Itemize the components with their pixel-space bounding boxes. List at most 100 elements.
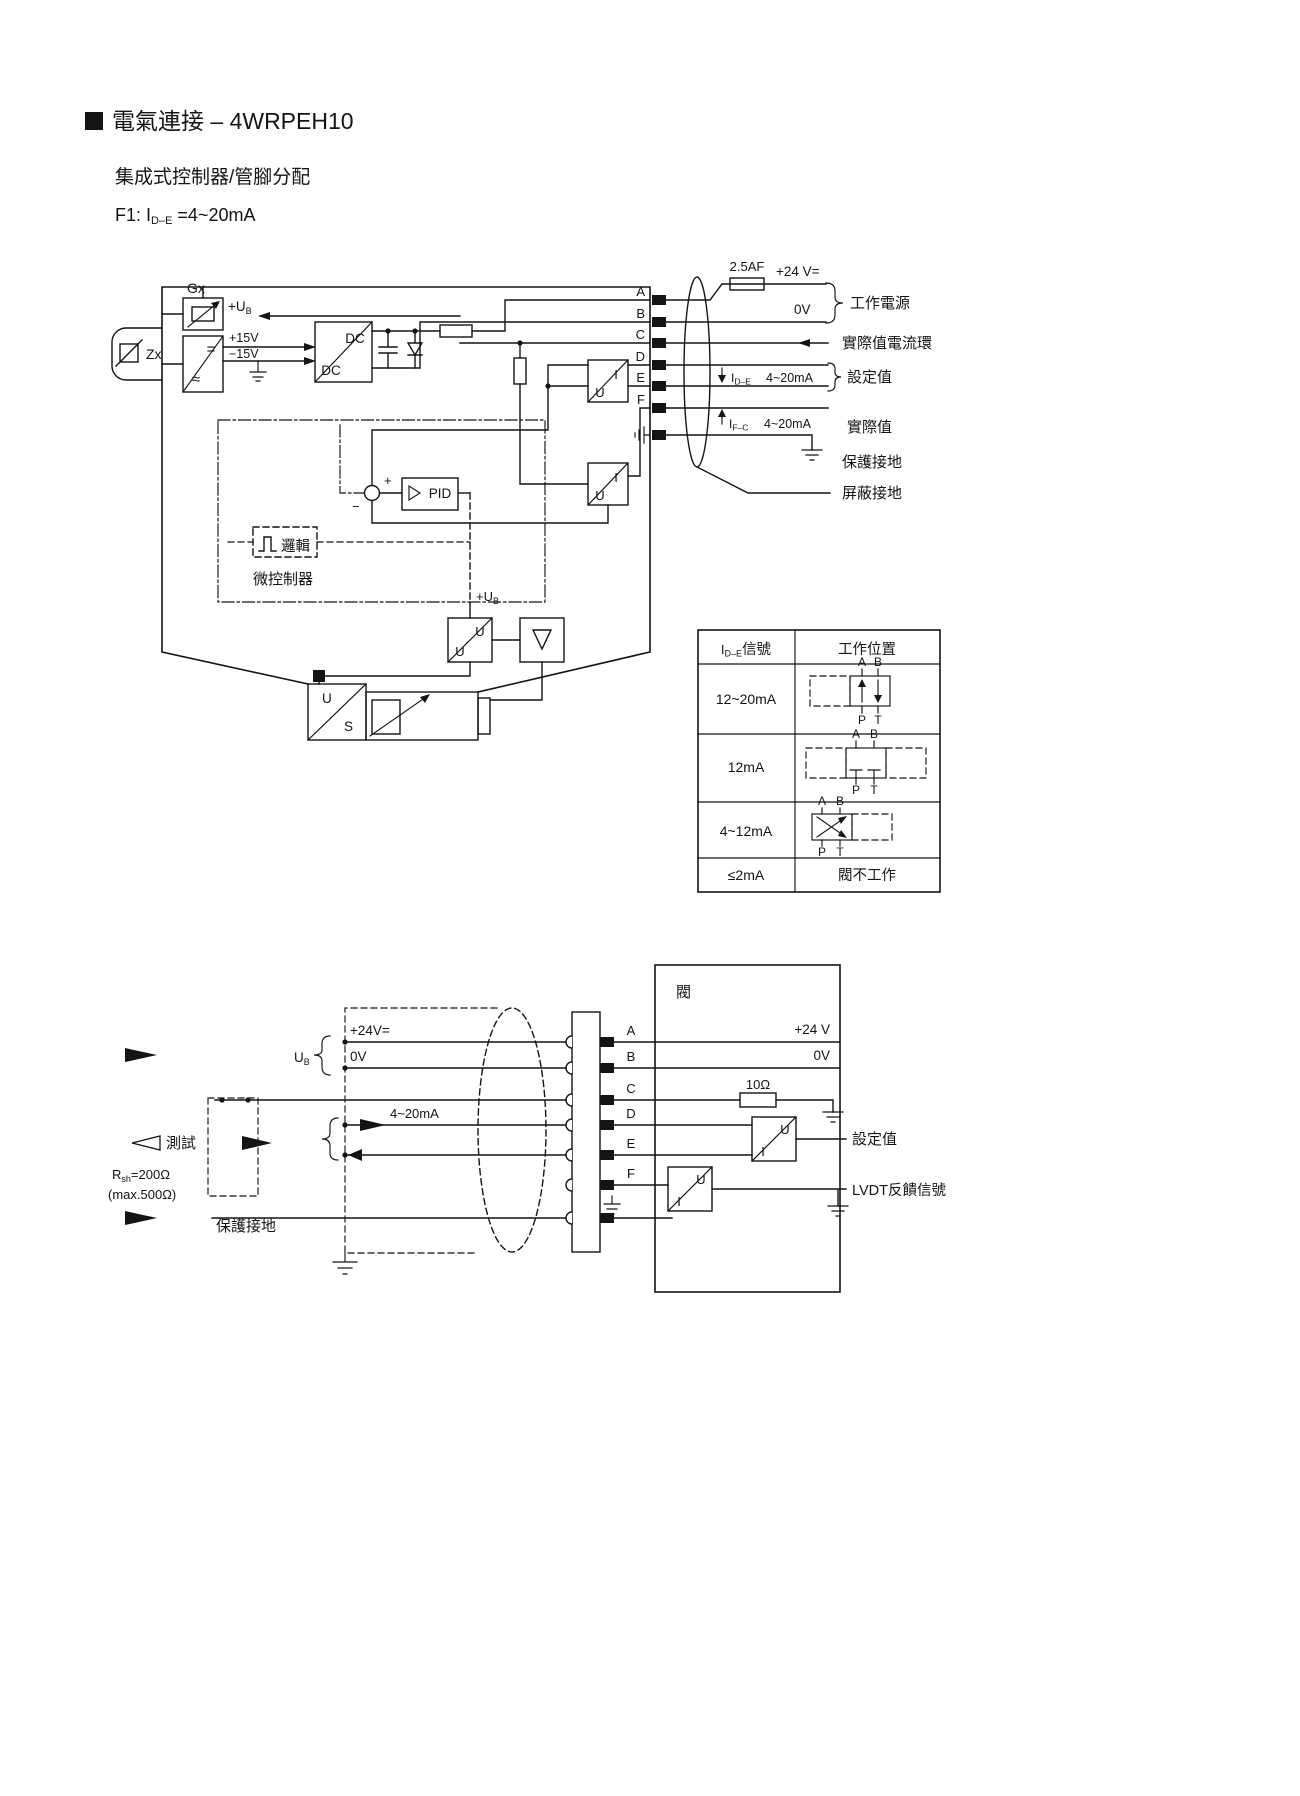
pe-label: 保護接地 xyxy=(842,454,902,471)
port-p: P xyxy=(852,783,860,797)
power-label: 工作電源 xyxy=(850,295,910,312)
brace-ub xyxy=(313,1035,331,1076)
arrow-icon xyxy=(242,1136,272,1150)
page-subtitle: 集成式控制器/管腳分配 xyxy=(115,166,310,188)
ui-converter-setpoint: U I xyxy=(751,1116,797,1162)
row2-signal: 12mA xyxy=(728,759,765,775)
pe-label: 保護接地 xyxy=(216,1218,276,1235)
microcontroller-area: 邏輯 微控制器 xyxy=(217,419,546,603)
v24r-label: +24 V xyxy=(794,1022,830,1037)
v0-label: 0V xyxy=(794,302,811,317)
port-p: P xyxy=(818,845,826,859)
logic-pulse-icon xyxy=(258,536,277,552)
arrow-icon xyxy=(348,1149,362,1161)
iu1-u-label: U xyxy=(595,385,604,400)
equals-sign: = xyxy=(207,341,216,358)
uu-output-stage: U U xyxy=(447,617,521,663)
uu-top-label: U xyxy=(475,624,484,639)
port-b: B xyxy=(836,794,844,808)
row4-signal: ≤2mA xyxy=(728,867,765,883)
ui1-u-label: U xyxy=(780,1122,789,1137)
ui2-i-label: I xyxy=(677,1194,681,1209)
valve-internal-wires: +24 V 0V 10Ω U I 設定值 U I xyxy=(613,1022,946,1219)
cable-bundle xyxy=(477,1007,547,1253)
iu1-i-label: I xyxy=(614,367,618,382)
wiring-diagram: 閥 A B C D E F +24 V 0V xyxy=(108,964,946,1293)
ground-icon xyxy=(603,1195,621,1215)
pin-d-label: D xyxy=(636,349,645,364)
row4-value: 閥不工作 xyxy=(838,867,896,884)
ui2-u-label: U xyxy=(696,1172,705,1187)
valve-symbol-crossed: A B P T xyxy=(811,794,893,859)
ground-icon xyxy=(634,426,651,444)
pin-e-label: E xyxy=(627,1136,636,1151)
row1-signal: 12~20mA xyxy=(716,691,777,707)
triangle-icon xyxy=(531,629,553,651)
minus15v-label: −15V xyxy=(229,347,259,361)
iu-converter-feedback: I U xyxy=(371,407,651,524)
zx-label: Zx xyxy=(146,346,162,362)
port-a: A xyxy=(858,655,866,669)
row3-signal: 4~12mA xyxy=(720,823,773,839)
external-wiring: 2.5AF +24 V= 0V 工作電源 實際值電流環 ID–E 4~20mA … xyxy=(665,259,932,502)
pin-f-label: F xyxy=(637,392,645,407)
plug-connector: A B C D E F xyxy=(565,1011,636,1253)
protective-earth: 保護接地 xyxy=(125,1211,567,1235)
ground-icon xyxy=(827,1205,849,1217)
ub-label: UB xyxy=(294,1050,310,1067)
cable-bundle xyxy=(683,276,711,468)
pid-label: PID xyxy=(429,486,452,501)
port-p: P xyxy=(858,713,866,727)
range-label: 4~20mA xyxy=(390,1106,439,1121)
zx-position-transducer: Zx xyxy=(111,327,184,381)
valve-symbol-centered: A B P T xyxy=(805,727,927,797)
current-loop-wires xyxy=(459,340,651,485)
pin-f-label: F xyxy=(627,1166,635,1181)
supply-feed-wires xyxy=(371,299,651,369)
shield-boundary xyxy=(332,1007,498,1275)
iu-converter-setpoint: I U xyxy=(371,359,651,486)
shield-label: 屏蔽接地 xyxy=(842,485,902,502)
test-arrow-icon xyxy=(131,1135,161,1151)
arrow-icon xyxy=(125,1048,157,1062)
setpoint-label: 設定值 xyxy=(847,369,892,386)
port-b: B xyxy=(870,727,878,741)
proportional-solenoid xyxy=(365,691,491,741)
iu2-u-label: U xyxy=(595,488,604,503)
arrow-icon xyxy=(360,1119,386,1131)
fuse-icon xyxy=(729,277,765,291)
valve-symbol-parallel: A B P T xyxy=(809,655,891,727)
ui1-i-label: I xyxy=(761,1144,765,1159)
rsh-max-label: (max.500Ω) xyxy=(108,1187,176,1202)
dc-top-label: DC xyxy=(345,331,365,346)
pin-a-label: A xyxy=(636,284,645,299)
signal-table: ID–E信號 工作位置 12~20mA 12mA 4~12mA ≤2mA 閥不工… xyxy=(697,629,941,893)
v0l-label: 0V xyxy=(350,1049,367,1064)
pin-e-label: E xyxy=(636,370,645,385)
loop-label: 實際值電流環 xyxy=(842,334,932,352)
valve-drive-wires xyxy=(313,661,471,685)
pin-b-label: B xyxy=(627,1049,636,1064)
actual-label: 實際值 xyxy=(847,418,892,436)
resistor-10ohm-icon xyxy=(739,1092,777,1108)
port-b: B xyxy=(874,655,882,669)
connector-pins: A B C D E F xyxy=(634,284,666,444)
f1-label: F1: ID–E =4~20mA xyxy=(115,205,255,227)
ifc-label: IF–C xyxy=(729,417,748,433)
port-a: A xyxy=(818,794,826,808)
ground-icon xyxy=(249,360,267,382)
v0r-label: 0V xyxy=(813,1048,830,1063)
ground-icon xyxy=(332,1252,358,1275)
gx-label: Gx xyxy=(187,280,205,296)
approx-sign: ≈ xyxy=(192,371,200,388)
r10-label: 10Ω xyxy=(746,1077,770,1092)
setpoint-label: 設定值 xyxy=(852,1131,897,1148)
amplifier-block xyxy=(489,617,565,701)
v24-label: +24 V= xyxy=(776,264,820,279)
controller-enclosure xyxy=(161,286,651,693)
signal-wires: 4~20mA xyxy=(321,1106,567,1161)
table-header-position: 工作位置 xyxy=(838,641,896,658)
supply-rails: +UB +15V −15V xyxy=(222,299,461,382)
ide-label: ID–E xyxy=(731,371,751,387)
dc-bottom-label: DC xyxy=(321,363,341,378)
